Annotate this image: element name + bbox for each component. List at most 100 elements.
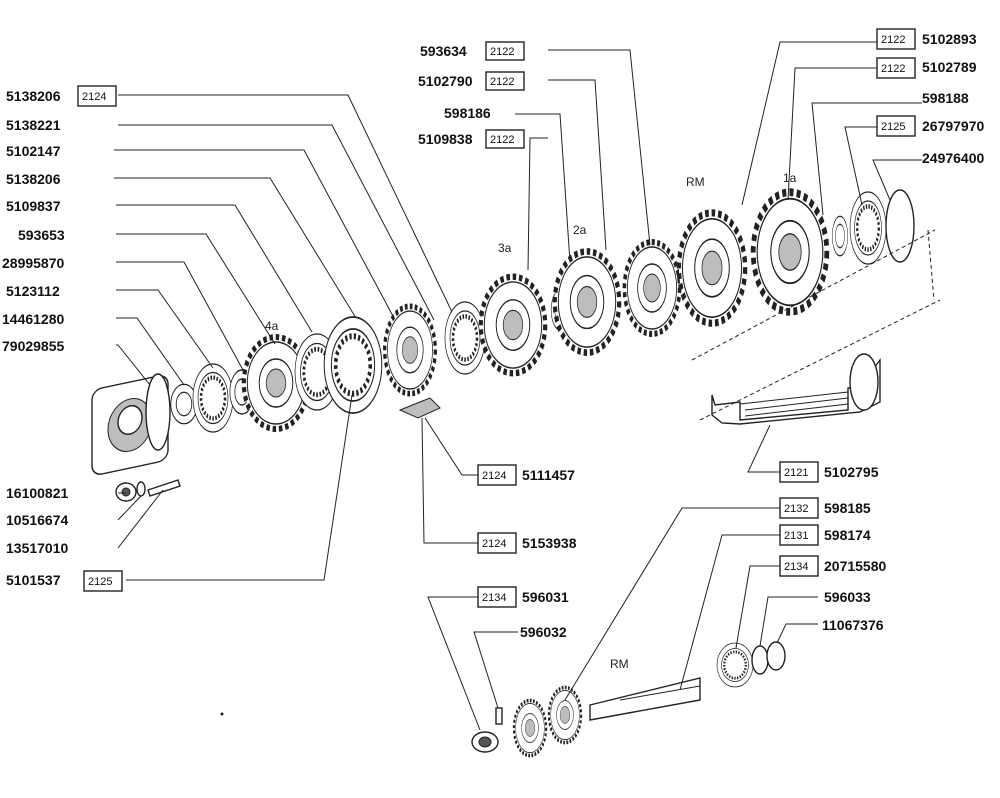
synchro-sleeve-12	[679, 213, 745, 323]
ref-box	[477, 532, 517, 554]
synchro-hub-12	[624, 242, 679, 334]
ref-2122: 2122	[490, 76, 514, 88]
callout-24976400: 24976400	[922, 150, 985, 166]
ref-box	[485, 41, 525, 61]
callout-11067376: 11067376	[822, 617, 884, 633]
ref-box	[485, 129, 525, 149]
callout-10516674: 10516674	[6, 512, 69, 528]
synchro-hub-34	[324, 317, 382, 413]
gear-label-2a: 2a	[573, 223, 587, 237]
ref-2122: 2122	[881, 63, 905, 75]
ref-box	[485, 71, 525, 91]
bearing-rear	[850, 192, 886, 264]
pin-596032	[495, 707, 503, 725]
callout-5109838: 5109838	[418, 131, 473, 147]
lay-shaft-assembly	[471, 641, 786, 758]
callouts: 593634 2122 5102790 2122 598186 5109838 …	[2, 28, 985, 640]
bearing-front	[193, 364, 233, 432]
gear-labels: 1a 2a 3a 4a RM RM	[265, 171, 797, 671]
gear-label-4a: 4a	[265, 319, 279, 333]
callout-5111457: 5111457	[522, 467, 575, 483]
ref-2125: 2125	[881, 121, 905, 133]
ref-2122: 2122	[490, 134, 514, 146]
callout-5101537: 5101537	[6, 572, 61, 588]
nut-16100821	[115, 482, 137, 502]
ref-box	[477, 586, 517, 608]
callout-598185: 598185	[824, 500, 871, 516]
bearing-20715580	[715, 641, 755, 689]
gear-2nd	[555, 251, 619, 352]
callout-5123112: 5123112	[6, 283, 60, 299]
main-shaft-assembly	[91, 189, 915, 502]
ref-box	[77, 85, 117, 107]
ref-box	[876, 28, 916, 50]
ref-2134: 2134	[784, 561, 808, 573]
callout-5153938: 5153938	[522, 535, 577, 551]
spacer-rear	[831, 215, 849, 257]
ref-box	[83, 570, 123, 592]
callout-5102789: 5102789	[922, 59, 977, 75]
callout-596032: 596032	[520, 624, 567, 640]
callout-28995870: 28995870	[2, 255, 65, 271]
ref-2121: 2121	[784, 467, 808, 479]
callout-5138221: 5138221	[6, 117, 61, 133]
washer-10516674	[136, 481, 146, 497]
callout-5109837: 5109837	[6, 198, 61, 214]
stud-13517010	[147, 479, 181, 497]
callout-5102147: 5102147	[6, 143, 61, 159]
circlip-11067376	[766, 641, 786, 671]
ref-2122: 2122	[490, 46, 514, 58]
ref-2134: 2134	[482, 592, 506, 604]
ref-2132: 2132	[784, 503, 808, 515]
speck	[220, 712, 224, 716]
callout-593653: 593653	[18, 227, 65, 243]
callout-20715580: 20715580	[824, 558, 887, 574]
callout-13517010: 13517010	[6, 540, 69, 556]
callout-598174: 598174	[824, 527, 871, 543]
callout-16100821: 16100821	[6, 485, 69, 501]
gear-3rd	[481, 277, 545, 374]
ref-2124: 2124	[482, 538, 506, 550]
gear-label-rm-bottom: RM	[610, 657, 629, 671]
callout-26797970: 26797970	[922, 118, 985, 134]
splined-main-shaft	[691, 229, 941, 425]
ref-box	[779, 555, 819, 577]
ref-2131: 2131	[784, 530, 808, 542]
synchro-ring-3	[445, 302, 485, 374]
ref-box	[876, 115, 916, 137]
gear-label-1a: 1a	[783, 171, 797, 185]
callout-5138206-b: 5138206	[6, 171, 61, 187]
cluster-gear	[512, 685, 583, 758]
needle-bearing-596031	[471, 731, 499, 753]
ref-2124: 2124	[82, 91, 106, 103]
callout-598188: 598188	[922, 90, 969, 106]
cover-gasket	[145, 373, 171, 451]
synchro-sleeve-34	[385, 306, 436, 393]
gear-label-rm-top: RM	[686, 175, 705, 189]
callout-596031: 596031	[522, 589, 569, 605]
callout-593634: 593634	[420, 43, 467, 59]
circlip-rear	[885, 189, 915, 263]
shift-key-5111457	[398, 397, 441, 419]
gear-label-3a: 3a	[498, 241, 512, 255]
ref-box	[779, 461, 819, 483]
ref-2124: 2124	[482, 470, 506, 482]
ref-2122: 2122	[881, 34, 905, 46]
callout-79029855: 79029855	[2, 338, 65, 354]
ring-596033	[751, 645, 769, 675]
lay-shaft	[589, 677, 701, 721]
callout-5138206: 5138206	[6, 88, 61, 104]
ref-box	[779, 524, 819, 546]
ref-box	[477, 464, 517, 486]
callout-5102790: 5102790	[418, 73, 473, 89]
callout-5102893: 5102893	[922, 31, 977, 47]
callout-5102795: 5102795	[824, 464, 879, 480]
callout-598186: 598186	[444, 105, 491, 121]
ref-2125: 2125	[88, 576, 112, 588]
ref-box	[876, 57, 916, 79]
callout-596033: 596033	[824, 589, 871, 605]
ref-box	[779, 497, 819, 519]
leader-lines	[114, 41, 922, 731]
callout-14461280: 14461280	[2, 311, 65, 327]
